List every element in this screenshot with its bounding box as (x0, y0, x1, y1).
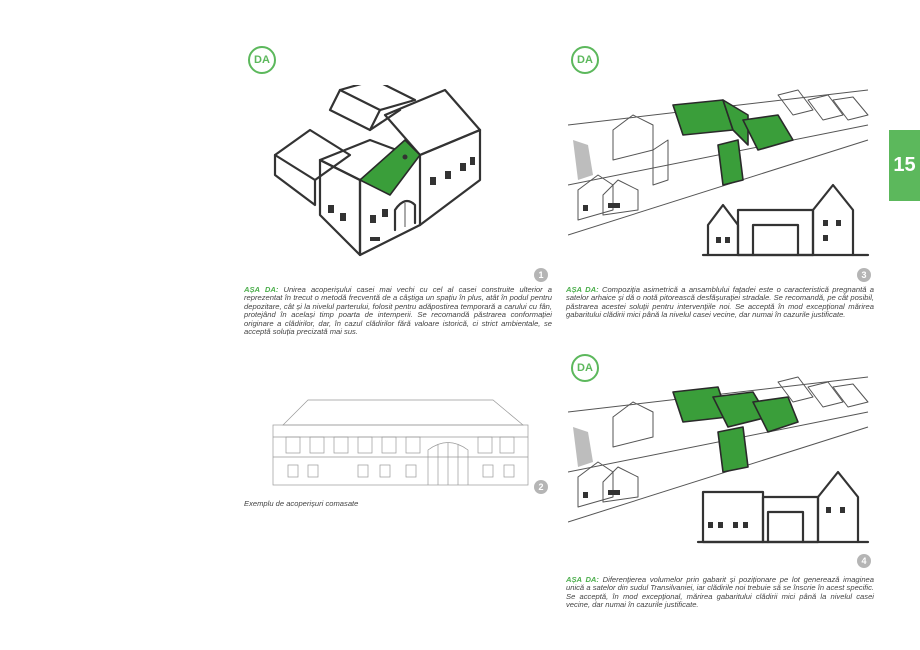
caption-1-text: Unirea acoperișului casei mai vechi cu c… (244, 285, 552, 337)
da-badge-1: DA (248, 46, 276, 74)
caption-3-text: Compoziția asimetrică a ansamblului fața… (566, 285, 875, 320)
caption-4: AȘA DA: Diferențierea volumelor prin gab… (566, 575, 874, 610)
caption-3-lead: AȘA DA: (566, 285, 599, 294)
caption-1: AȘA DA: Unirea acoperișului casei mai ve… (244, 285, 552, 337)
figure-2-facade (272, 399, 529, 486)
caption-4-lead: AȘA DA: (566, 575, 599, 584)
caption-3: AȘA DA: Compoziția asimetrică a ansamblu… (566, 285, 875, 320)
caption-2: Exemplu de acoperișuri comasate (244, 499, 359, 508)
figure-number-3: 3 (857, 268, 871, 282)
caption-1-lead: AȘA DA: (244, 285, 279, 294)
caption-4-text: Diferențierea volumelor prin gabarit și … (566, 575, 874, 610)
page-number-tab: 15 (889, 130, 920, 201)
figure-4-street (568, 376, 870, 544)
figure-1-sketch (273, 85, 482, 257)
figure-3-street (568, 89, 870, 257)
figure-number-4: 4 (857, 554, 871, 568)
figure-number-2: 2 (534, 480, 548, 494)
da-badge-4: DA (571, 354, 599, 382)
da-badge-3: DA (571, 46, 599, 74)
figure-number-1: 1 (534, 268, 548, 282)
